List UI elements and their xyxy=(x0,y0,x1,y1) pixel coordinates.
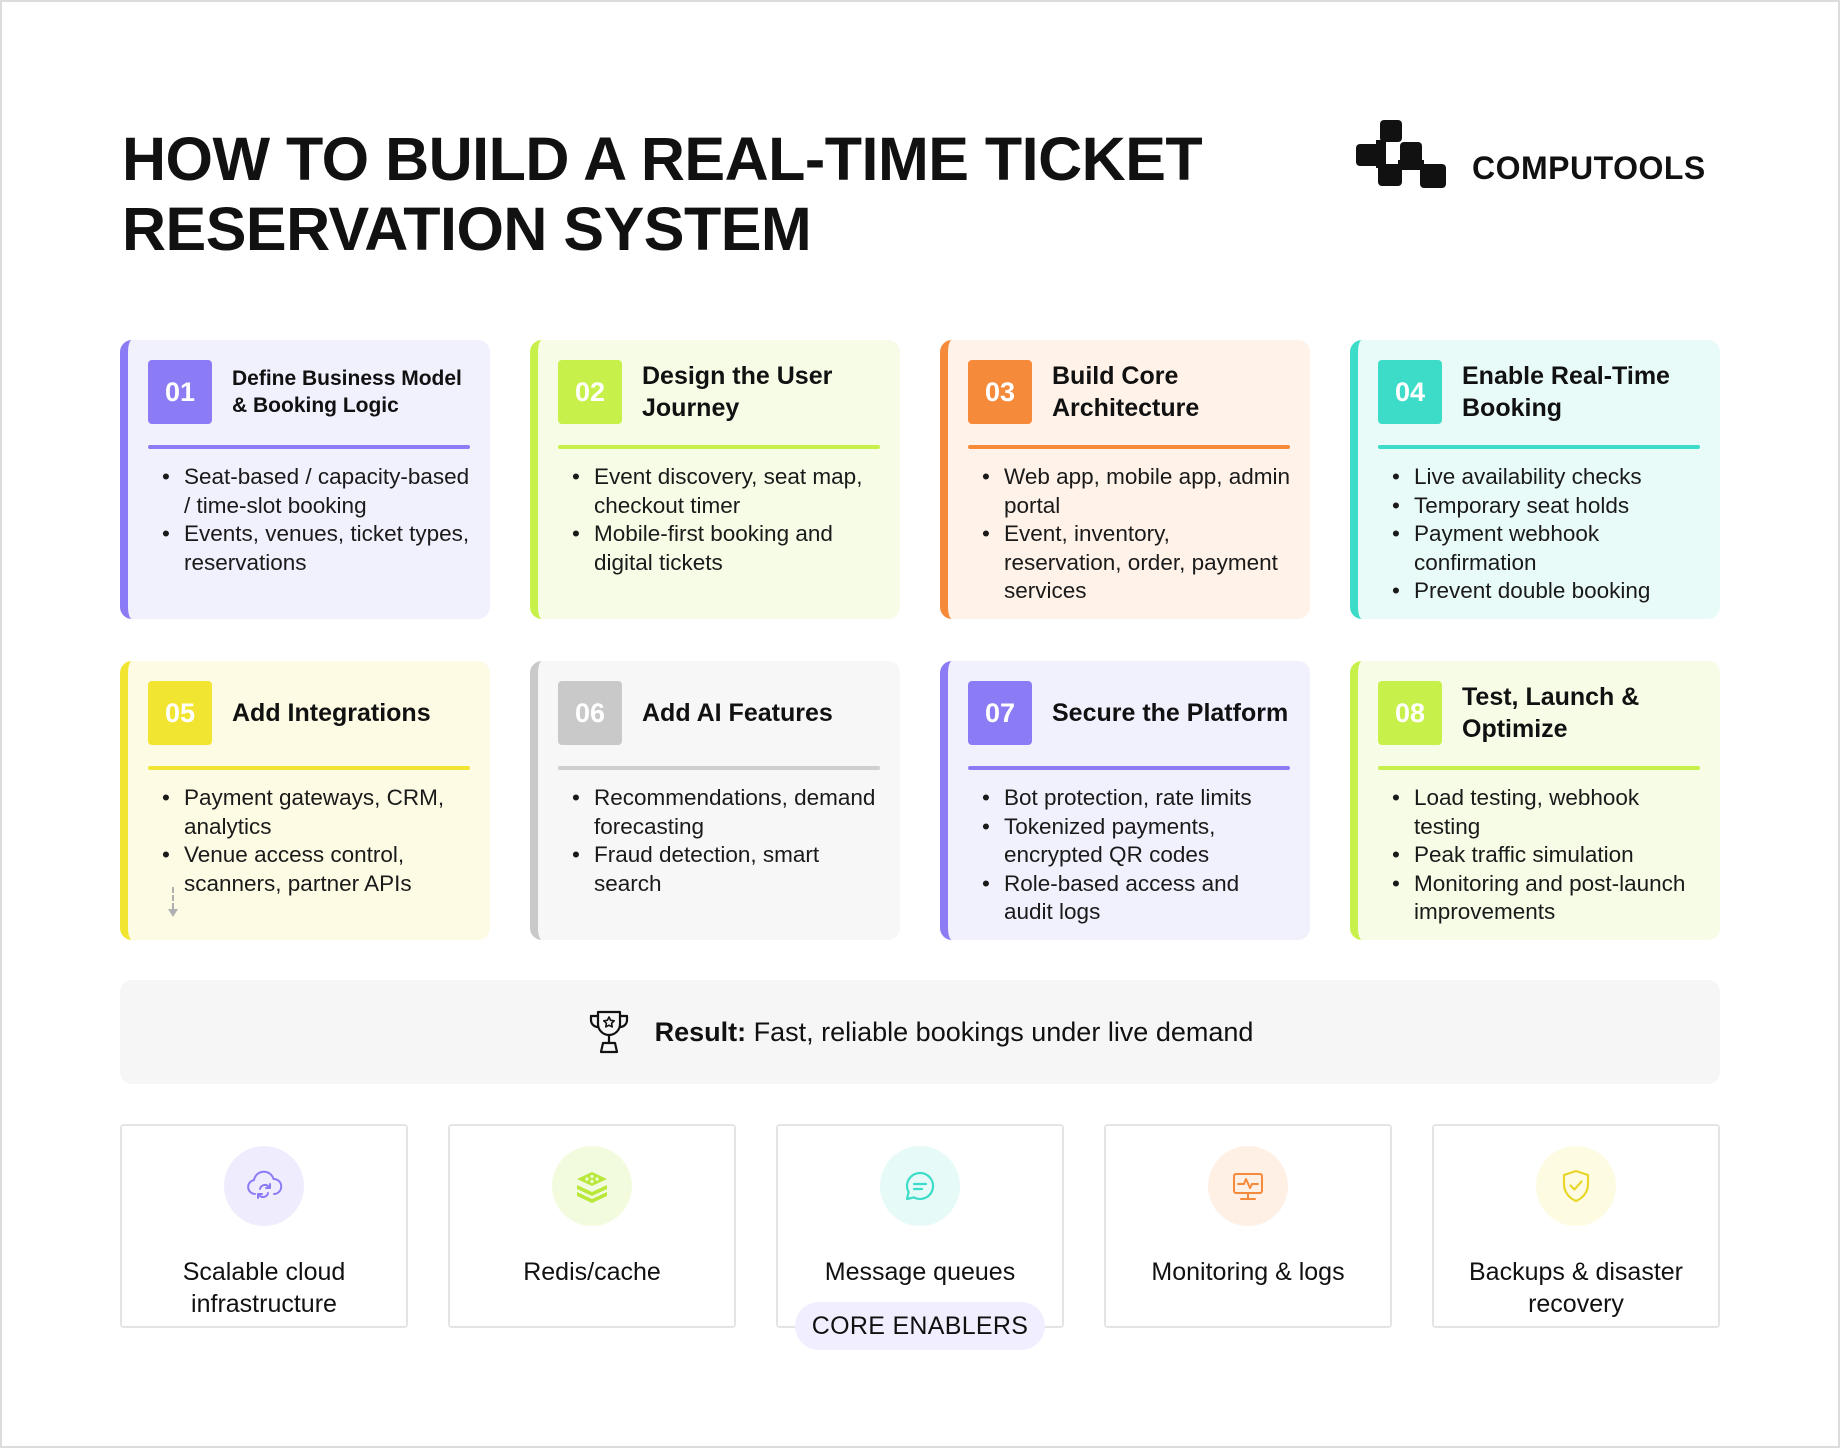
list-item: Payment webhook confirmation xyxy=(1392,520,1700,577)
list-item: Event, inventory, reservation, order, pa… xyxy=(982,520,1290,606)
step-title: Add Integrations xyxy=(232,699,431,727)
enabler-label: Redis/cache xyxy=(523,1258,661,1286)
step-card-07: 07 Secure the Platform Bot protection, r… xyxy=(940,661,1310,940)
step-divider xyxy=(558,445,880,449)
step-number: 08 xyxy=(1378,681,1442,745)
step-bullets: Load testing, webhook testing Peak traff… xyxy=(1378,784,1700,927)
step-bullets: Payment gateways, CRM, analytics Venue a… xyxy=(148,784,470,898)
step-card-01: 01 Define Business Model & Booking Logic… xyxy=(120,340,490,619)
step-bullets: Bot protection, rate limits Tokenized pa… xyxy=(968,784,1290,927)
title-line-1: HOW TO BUILD A REAL-TIME TICKET xyxy=(122,125,1203,193)
step-number: 03 xyxy=(968,360,1032,424)
step-bullets: Web app, mobile app, admin portal Event,… xyxy=(968,463,1290,606)
step-divider xyxy=(968,766,1290,770)
step-number: 01 xyxy=(148,360,212,424)
step-divider xyxy=(1378,766,1700,770)
step-card-06: 06 Add AI Features Recommendations, dema… xyxy=(530,661,900,940)
list-item: Bot protection, rate limits xyxy=(982,784,1290,813)
list-item: Recommendations, demand forecasting xyxy=(572,784,880,841)
enabler-backups: Backups & disaster recovery xyxy=(1432,1124,1720,1328)
layers-icon xyxy=(577,1172,607,1203)
step-title: Test, Launch & Optimize xyxy=(1462,683,1640,743)
step-number: 06 xyxy=(558,681,622,745)
brand-name: COMPUTOOLS xyxy=(1472,149,1706,186)
step-number: 02 xyxy=(558,360,622,424)
step-bullets: Recommendations, demand forecasting Frau… xyxy=(558,784,880,898)
result-banner: Result: Fast, reliable bookings under li… xyxy=(120,980,1720,1084)
shield-check-icon xyxy=(1562,1169,1590,1203)
step-title: Build Core Architecture xyxy=(1052,362,1200,422)
step-divider xyxy=(558,766,880,770)
enabler-label: Monitoring & logs xyxy=(1151,1258,1345,1286)
enabler-cloud: Scalable cloud infrastructure xyxy=(120,1124,408,1328)
step-divider xyxy=(148,445,470,449)
core-enablers-label: CORE ENABLERS xyxy=(795,1302,1045,1350)
list-item: Tokenized payments, encrypted QR codes xyxy=(982,813,1290,870)
list-item: Role-based access and audit logs xyxy=(982,870,1290,927)
list-item: Seat-based / capacity-based / time-slot … xyxy=(162,463,470,520)
list-item: Live availability checks xyxy=(1392,463,1700,492)
list-item: Web app, mobile app, admin portal xyxy=(982,463,1290,520)
trophy-icon xyxy=(589,1010,628,1054)
step-card-08: 08 Test, Launch & Optimize Load testing,… xyxy=(1350,661,1720,940)
page-title: HOW TO BUILD A REAL-TIME TICKET RESERVAT… xyxy=(122,124,1222,264)
list-item: Venue access control, scanners, partner … xyxy=(162,841,470,898)
list-item: Payment gateways, CRM, analytics xyxy=(162,784,470,841)
step-bullets: Live availability checks Temporary seat … xyxy=(1378,463,1700,606)
step-card-04: 04 Enable Real-Time Booking Live availab… xyxy=(1350,340,1720,619)
step-title: Add AI Features xyxy=(642,699,833,727)
enabler-redis: Redis/cache xyxy=(448,1124,736,1328)
step-divider xyxy=(1378,445,1700,449)
monitor-pulse-icon xyxy=(1233,1173,1263,1200)
enabler-queues: Message queues xyxy=(776,1124,1064,1328)
step-card-02: 02 Design the User Journey Event discove… xyxy=(530,340,900,619)
list-item: Monitoring and post-launch improvements xyxy=(1392,870,1700,927)
enabler-label: Scalable cloud infrastructure xyxy=(182,1258,346,1318)
cloud-sync-icon xyxy=(247,1170,283,1199)
chat-bubble-icon xyxy=(905,1171,935,1201)
title-line-2: RESERVATION SYSTEM xyxy=(122,195,812,263)
core-enablers: Scalable cloud infrastructure Redis/cach… xyxy=(120,1124,1720,1328)
steps-grid: 01 Define Business Model & Booking Logic… xyxy=(120,340,1720,940)
step-number: 05 xyxy=(148,681,212,745)
step-title: Define Business Model & Booking Logic xyxy=(232,367,462,417)
list-item: Event discovery, seat map, checkout time… xyxy=(572,463,880,520)
computools-logo-icon xyxy=(1356,120,1446,188)
list-item: Peak traffic simulation xyxy=(1392,841,1700,870)
step-title: Secure the Platform xyxy=(1052,699,1289,727)
step-bullets: Event discovery, seat map, checkout time… xyxy=(558,463,880,577)
step-card-03: 03 Build Core Architecture Web app, mobi… xyxy=(940,340,1310,619)
result-description: Fast, reliable bookings under live deman… xyxy=(746,1016,1254,1047)
enabler-label: Backups & disaster recovery xyxy=(1469,1258,1683,1318)
step-divider xyxy=(148,766,470,770)
step-number: 07 xyxy=(968,681,1032,745)
step-number: 04 xyxy=(1378,360,1442,424)
list-item: Mobile-first booking and digital tickets xyxy=(572,520,880,577)
step-card-05: 05 Add Integrations Payment gateways, CR… xyxy=(120,661,490,940)
enabler-monitoring: Monitoring & logs xyxy=(1104,1124,1392,1328)
step-title: Enable Real-Time Booking xyxy=(1462,362,1670,422)
step-divider xyxy=(968,445,1290,449)
list-item: Load testing, webhook testing xyxy=(1392,784,1700,841)
list-item: Prevent double booking xyxy=(1392,577,1700,606)
enabler-label: Message queues xyxy=(824,1258,1016,1286)
result-label: Result: xyxy=(654,1016,747,1047)
step-title: Design the User Journey xyxy=(642,362,833,422)
result-text: Result: Fast, reliable bookings under li… xyxy=(655,1017,1254,1048)
list-item: Fraud detection, smart search xyxy=(572,841,880,898)
list-item: Temporary seat holds xyxy=(1392,492,1700,521)
brand: COMPUTOOLS xyxy=(1356,118,1706,198)
dashed-arrow-icon xyxy=(168,887,178,917)
list-item: Events, venues, ticket types, reservatio… xyxy=(162,520,470,577)
step-bullets: Seat-based / capacity-based / time-slot … xyxy=(148,463,470,577)
